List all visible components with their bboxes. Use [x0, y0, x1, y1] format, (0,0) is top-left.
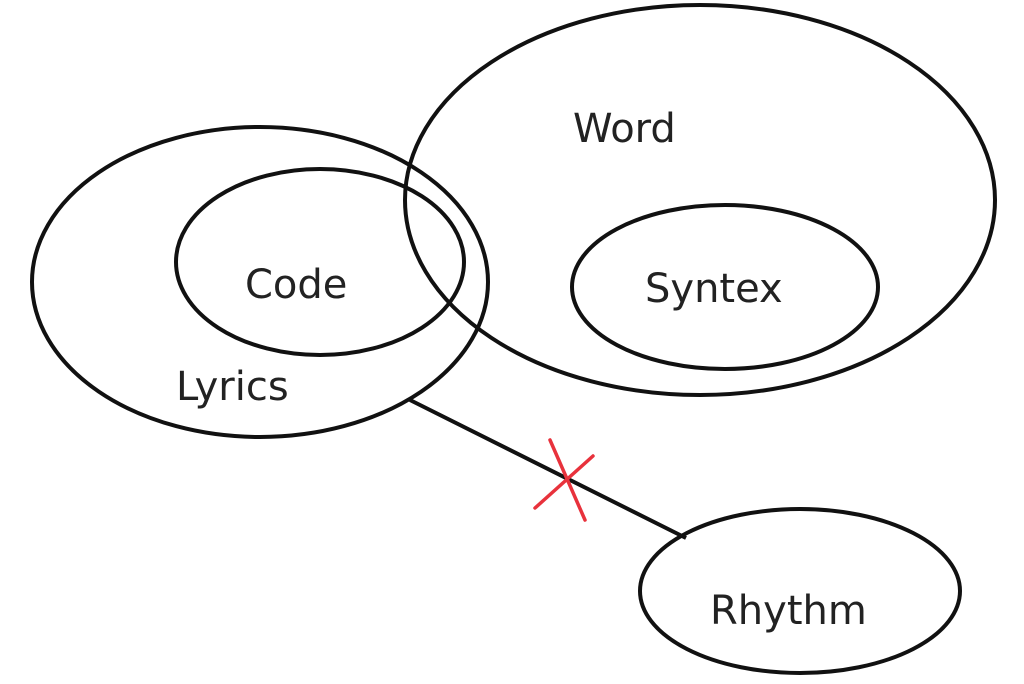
- syntex-ellipse: [570, 203, 880, 371]
- code-label: Code: [245, 262, 347, 308]
- lyrics-label: Lyrics: [176, 364, 289, 410]
- word-label: Word: [573, 106, 676, 152]
- rhythm-ellipse: [638, 507, 962, 675]
- word-ellipse: [403, 3, 997, 397]
- syntex-label: Syntex: [645, 266, 783, 312]
- cross-mark: [533, 438, 595, 522]
- lyrics-rhythm-connector: [409, 398, 687, 540]
- lyrics-ellipse: [30, 125, 490, 439]
- code-ellipse: [174, 167, 466, 357]
- cross-mark-stroke-2: [533, 454, 595, 510]
- rhythm-label: Rhythm: [710, 588, 867, 634]
